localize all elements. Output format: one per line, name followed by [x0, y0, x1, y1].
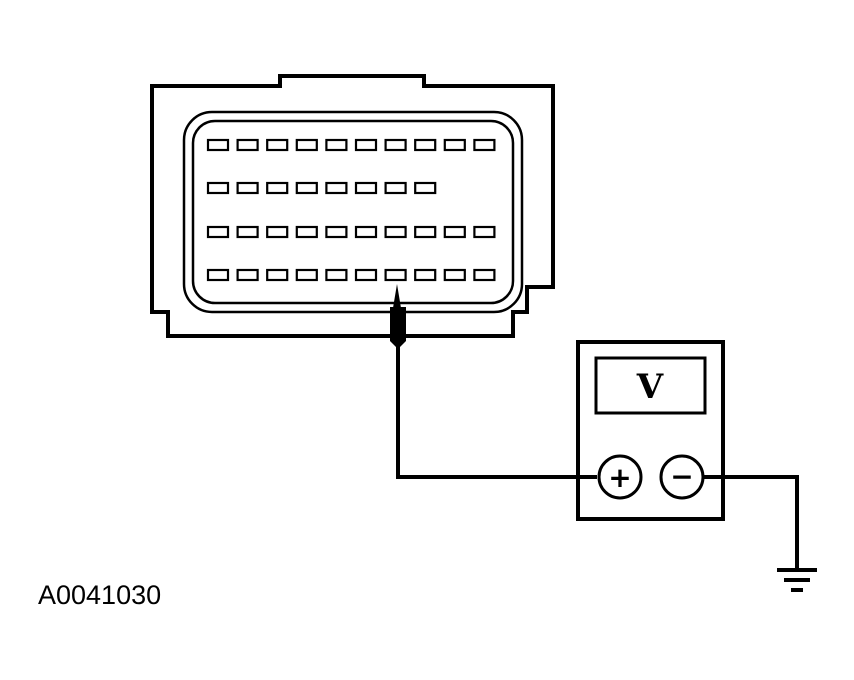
- pin-cavity: [473, 268, 496, 282]
- pin-cavity: [473, 225, 496, 239]
- probe: [390, 284, 406, 347]
- pin-cavity: [206, 268, 230, 282]
- pin-cavity: [266, 225, 289, 239]
- connector-inner-outline: [182, 110, 524, 314]
- pin-cavity: [325, 138, 348, 152]
- pin-cavity: [266, 138, 289, 152]
- negative-terminal-label: −: [670, 460, 693, 493]
- pin-cavity: [266, 181, 289, 195]
- pin-cavity: [354, 268, 378, 282]
- pin-cavity: [295, 181, 318, 195]
- pin-cavity: [325, 181, 348, 195]
- pin-cavity: [384, 268, 407, 282]
- pin-cavity: [354, 181, 378, 195]
- ground-lead: [703, 475, 799, 570]
- pin-cavity: [473, 138, 496, 152]
- pin-cavity: [206, 138, 230, 152]
- pin-cavity: [236, 138, 259, 152]
- pin-cavity: [236, 225, 259, 239]
- pin-cavity: [295, 138, 318, 152]
- connector-inner-outline-2: [191, 119, 515, 305]
- pin-cavity: [236, 268, 259, 282]
- probe-handle-taper: [390, 341, 406, 347]
- positive-terminal-label: +: [608, 461, 631, 494]
- pin-cavity: [443, 268, 466, 282]
- pin-cavity: [414, 225, 437, 239]
- ground-icon: [777, 568, 817, 592]
- pin-cavity: [295, 225, 318, 239]
- voltmeter: V + −: [576, 340, 725, 521]
- pin-cavity: [354, 138, 378, 152]
- pin-cavity: [354, 225, 378, 239]
- probe-body: [390, 307, 406, 341]
- voltmeter-body: [576, 340, 725, 521]
- positive-test-lead: [396, 346, 597, 479]
- voltmeter-display-label: V: [636, 367, 664, 407]
- connector: [150, 74, 555, 338]
- pin-cavity: [414, 181, 437, 195]
- pin-cavity: [325, 268, 348, 282]
- pin-cavity: [443, 225, 466, 239]
- voltmeter-display: [594, 356, 707, 415]
- pin-cavity: [266, 268, 289, 282]
- pin-cavity: [206, 225, 230, 239]
- pin-cavity: [414, 138, 437, 152]
- connector-housing: [150, 74, 555, 338]
- pin-cavity: [384, 181, 407, 195]
- pin-cavity: [384, 138, 407, 152]
- pin-cavity: [443, 138, 466, 152]
- pin-cavity: [414, 268, 437, 282]
- pin-cavity: [325, 225, 348, 239]
- pin-cavity: [295, 268, 318, 282]
- pin-cavity: [384, 225, 407, 239]
- figure-code: A0041030: [38, 580, 161, 610]
- positive-terminal: [597, 454, 643, 500]
- pin-cavity: [206, 181, 230, 195]
- probe-tip: [393, 284, 401, 308]
- pin-cavity: [236, 181, 259, 195]
- connector-pins: [206, 138, 496, 282]
